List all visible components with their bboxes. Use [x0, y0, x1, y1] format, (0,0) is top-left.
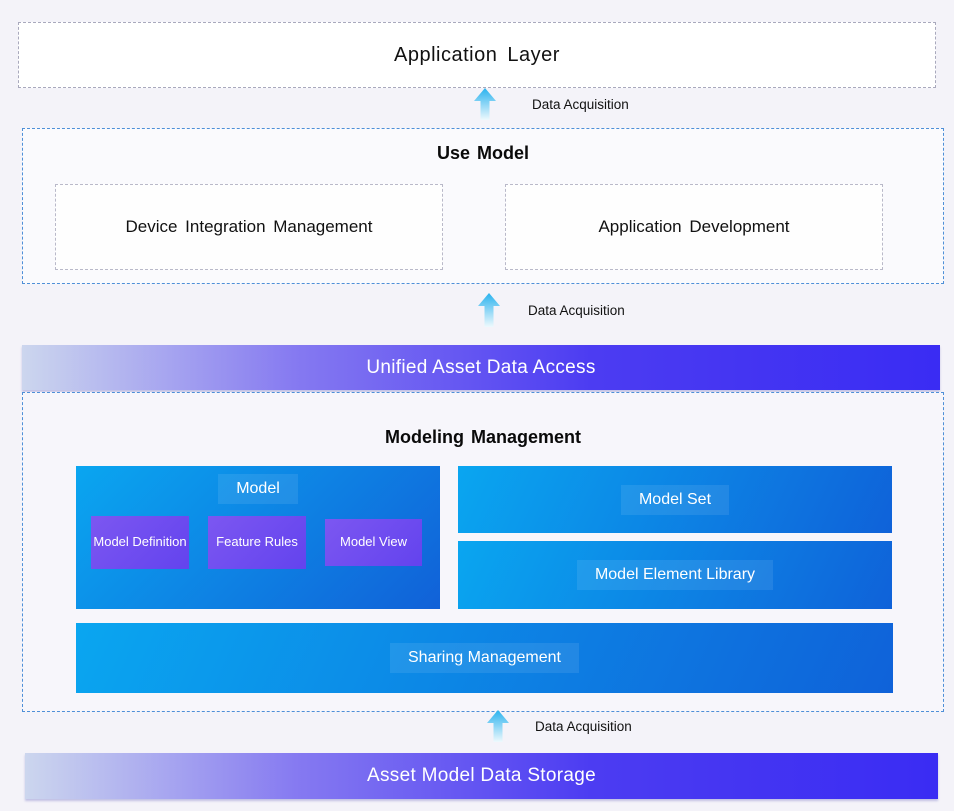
model-title-row: Model	[76, 474, 440, 504]
up-arrow-icon	[474, 88, 496, 120]
flow-1: Data Acquisition	[474, 88, 629, 120]
device-integration-management-box: Device Integration Management	[55, 184, 443, 270]
model-definition-label: Model Definition	[93, 534, 187, 550]
model-definition-box: Model Definition	[91, 516, 189, 569]
model-view-box: Model View	[325, 519, 422, 566]
up-arrow-icon	[478, 293, 500, 327]
model-set-box: Model Set	[458, 466, 892, 533]
data-acquisition-label: Data Acquisition	[532, 96, 629, 112]
model-box: Model Model Definition Feature Rules Mod…	[76, 466, 440, 609]
flow-3: Data Acquisition	[487, 710, 632, 742]
model-set-label: Model Set	[620, 484, 730, 515]
flow-2: Data Acquisition	[478, 293, 625, 327]
modeling-management-title: Modeling Management	[384, 427, 581, 447]
model-element-library-label: Model Element Library	[576, 560, 774, 590]
asset-model-data-storage-bar: Asset Model Data Storage	[25, 753, 938, 799]
use-model-section: Use Model Device Integration Management …	[22, 128, 944, 284]
feature-rules-label: Feature Rules	[216, 534, 298, 550]
use-model-title: Use Model	[436, 143, 530, 163]
asset-model-data-storage-label: Asset Model Data Storage	[367, 765, 596, 786]
modeling-management-section: Modeling Management Model Model Definiti…	[22, 392, 944, 712]
sharing-management-label: Sharing Management	[390, 643, 579, 673]
sharing-management-box: Sharing Management	[76, 623, 893, 693]
data-acquisition-label: Data Acquisition	[528, 302, 625, 318]
application-layer-label: Application Layer	[394, 43, 560, 66]
up-arrow-icon	[487, 710, 509, 742]
model-view-label: Model View	[340, 534, 407, 550]
application-development-box: Application Development	[505, 184, 883, 270]
application-development-label: Application Development	[598, 217, 790, 236]
application-layer-box: Application Layer	[18, 22, 936, 88]
unified-asset-data-access-label: Unified Asset Data Access	[366, 356, 596, 378]
unified-asset-data-access-bar: Unified Asset Data Access	[22, 345, 940, 390]
feature-rules-box: Feature Rules	[208, 516, 306, 569]
model-element-library-box: Model Element Library	[458, 541, 892, 609]
device-integration-management-label: Device Integration Management	[125, 217, 373, 236]
data-acquisition-label: Data Acquisition	[535, 718, 632, 734]
model-label: Model	[218, 474, 298, 504]
